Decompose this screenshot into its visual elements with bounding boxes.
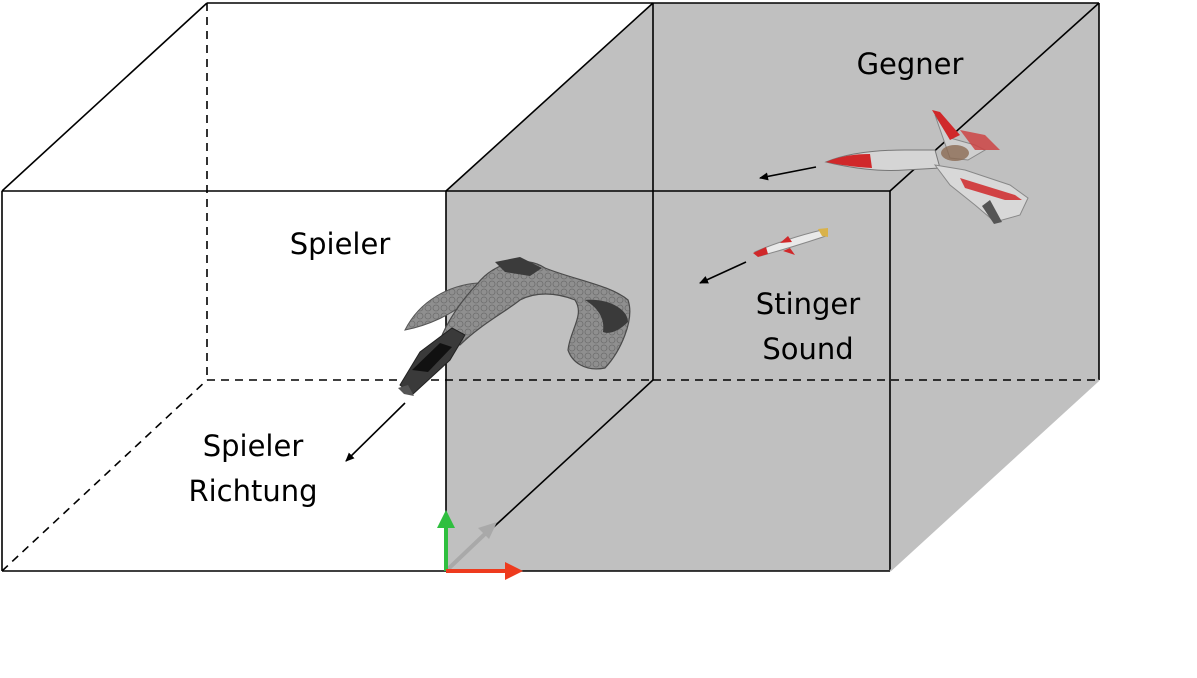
axis-depth [444,530,489,573]
axis-depth-arrowhead [478,522,497,539]
direction-label-line2: Richtung [188,474,318,508]
axes [437,510,523,580]
missile-direction-arrow [699,261,747,284]
stinger-sound-label: Stinger Sound [718,282,898,372]
missile-icon [753,228,828,257]
player-ship-icon [398,257,631,396]
enemy-jet-icon [824,110,1029,224]
shaded-box [446,3,1099,571]
axis-right-arrowhead [505,562,523,580]
enemy-direction-arrow [759,166,817,181]
shaded-box-front [446,191,890,571]
wireframe [1,2,1100,572]
player-direction-label: Spieler Richtung [163,424,343,514]
player-direction-arrow [345,402,406,462]
shaded-box-top [446,3,1099,191]
enemy-label-text: Gegner [856,47,964,81]
stinger-label-line2: Sound [762,332,854,366]
player-label: Spieler [250,222,430,267]
axis-up-arrowhead [437,510,455,528]
direction-arrows [345,166,817,462]
stinger-label-line1: Stinger [755,287,861,321]
direction-label-line1: Spieler [202,429,304,463]
enemy-label: Gegner [820,42,1000,87]
player-label-text: Spieler [289,227,391,261]
